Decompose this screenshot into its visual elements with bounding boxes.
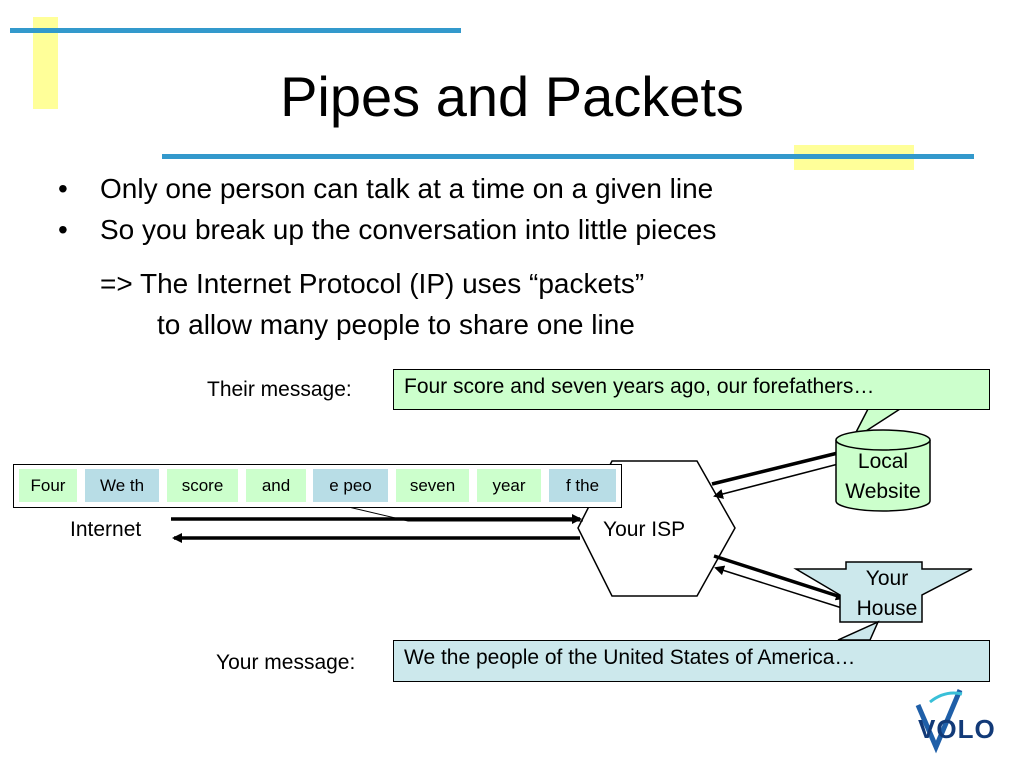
- your-house-shape: [793, 561, 973, 623]
- local-website-line1: Local: [857, 450, 909, 473]
- bullet-text: So you break up the conversation into li…: [100, 214, 717, 245]
- isp-to-website-arrow: [711, 448, 848, 486]
- your-house-line2: House: [856, 597, 918, 620]
- share-line-text: to allow many people to share one line: [157, 309, 635, 340]
- packet-6: seven: [396, 469, 469, 502]
- packet-2: We th: [85, 469, 159, 502]
- packet-1: Four: [19, 469, 77, 502]
- their-message-label: Their message:: [207, 378, 352, 401]
- volo-logo-text: VOLO: [918, 714, 996, 744]
- bullet-marker: •: [58, 214, 68, 245]
- title-accent-blue-top: [10, 28, 461, 33]
- your-message-box: We the people of the United States of Am…: [393, 640, 990, 682]
- your-house-line1: Your: [865, 567, 909, 590]
- bullet-item-1: • Only one person can talk at a time on a…: [58, 172, 713, 206]
- packet-7: year: [477, 469, 541, 502]
- bullet-marker: •: [58, 173, 68, 204]
- their-message-box: Four score and seven years ago, our fore…: [393, 369, 990, 410]
- your-message-pointer: [837, 620, 880, 641]
- slide-title: Pipes and Packets: [280, 65, 744, 128]
- ip-packets-line: => The Internet Protocol (IP) uses “pack…: [100, 268, 645, 299]
- volo-logo-mark: [915, 689, 963, 754]
- bullet-item-2: • So you break up the conversation into l…: [58, 213, 716, 247]
- local-website-cylinder: [835, 429, 931, 512]
- local-website-line2: Website: [845, 480, 921, 503]
- house-to-isp-arrow: [714, 565, 843, 609]
- internet-label: Internet: [70, 518, 142, 541]
- your-house-label: Your House: [840, 564, 934, 624]
- website-to-isp-arrow: [713, 461, 847, 499]
- packet-flow-line: [339, 504, 583, 522]
- isp-to-house-arrow: [713, 554, 846, 601]
- local-website-label: Local Website: [836, 447, 930, 507]
- packet-8: f the: [549, 469, 616, 502]
- isp-label: Your ISP: [603, 518, 686, 541]
- packet-3: score: [167, 469, 238, 502]
- your-message-label: Your message:: [216, 651, 356, 674]
- bullet-text: Only one person can talk at a time on a …: [100, 173, 714, 204]
- packet-5: e peo: [313, 469, 388, 502]
- title-accent-blue-bottom: [162, 154, 974, 159]
- packet-4: and: [246, 469, 306, 502]
